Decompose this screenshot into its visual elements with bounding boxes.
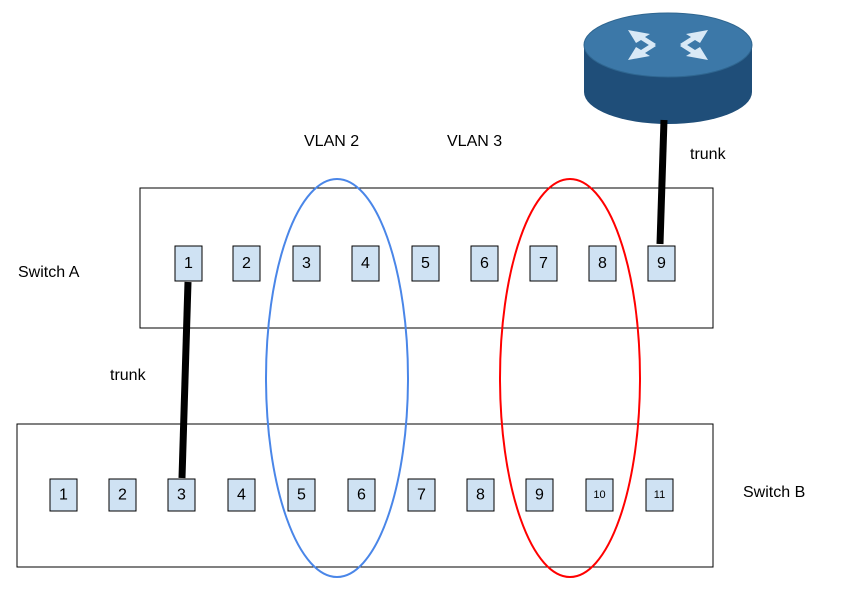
svg-text:1: 1 [184,255,193,272]
svg-text:1: 1 [59,487,68,504]
switch-a-port-8[interactable]: 8 [588,245,617,282]
switch-a-port-4[interactable]: 4 [351,245,380,282]
switch-a-port-6[interactable]: 6 [470,245,499,282]
switch-b-port-11[interactable]: 11 [645,478,674,512]
switch-b-port-1[interactable]: 1 [49,478,78,512]
svg-text:8: 8 [598,255,607,272]
svg-text:9: 9 [535,487,544,504]
router-trunk-link [656,119,668,245]
switch-b-port-4[interactable]: 4 [227,478,256,512]
svg-text:6: 6 [357,487,366,504]
switch-b-port-6[interactable]: 6 [347,478,376,512]
svg-text:5: 5 [297,487,306,504]
switch-b-port-10[interactable]: 10 [585,478,614,512]
switch-a-port-1[interactable]: 1 [174,245,203,282]
svg-text:6: 6 [480,255,489,272]
switch-b-ports: 1 2 3 4 5 6 7 8 9 10 11 [49,478,674,512]
svg-text:2: 2 [242,255,251,272]
svg-text:7: 7 [539,255,548,272]
switch-a-label: Switch A [18,264,80,281]
switch-a-ports: 1 2 3 4 5 6 7 8 9 [174,245,676,282]
router-trunk-label: trunk [690,146,727,163]
svg-text:4: 4 [361,255,370,272]
switch-b-port-8[interactable]: 8 [466,478,495,512]
svg-text:8: 8 [476,487,485,504]
switch-b-label: Switch B [743,484,805,501]
svg-text:5: 5 [421,255,430,272]
switch-a-port-9[interactable]: 9 [647,245,676,282]
switch-a-port-2[interactable]: 2 [232,245,261,282]
svg-text:7: 7 [417,487,426,504]
switch-trunk-link [178,281,192,479]
vlan3-label: VLAN 3 [447,133,502,150]
svg-text:3: 3 [302,255,311,272]
switch-b-port-7[interactable]: 7 [407,478,436,512]
svg-text:2: 2 [118,487,127,504]
switch-a-port-7[interactable]: 7 [529,245,558,282]
vlan2-group-outline [265,178,409,578]
switch-b-port-9[interactable]: 9 [525,478,554,512]
vlan2-label: VLAN 2 [304,133,359,150]
svg-text:3: 3 [177,487,186,504]
svg-text:10: 10 [593,489,605,501]
switch-b-port-2[interactable]: 2 [108,478,137,512]
switch-a-port-3[interactable]: 3 [292,245,321,282]
svg-text:9: 9 [657,255,666,272]
switch-trunk-label: trunk [110,367,147,384]
router-icon [583,12,753,124]
vlan3-group-outline [499,178,641,578]
switch-a-port-5[interactable]: 5 [411,245,440,282]
switch-b-port-5[interactable]: 5 [287,478,316,512]
svg-text:4: 4 [237,487,246,504]
svg-text:11: 11 [654,489,665,501]
switch-b-port-3[interactable]: 3 [167,478,196,512]
